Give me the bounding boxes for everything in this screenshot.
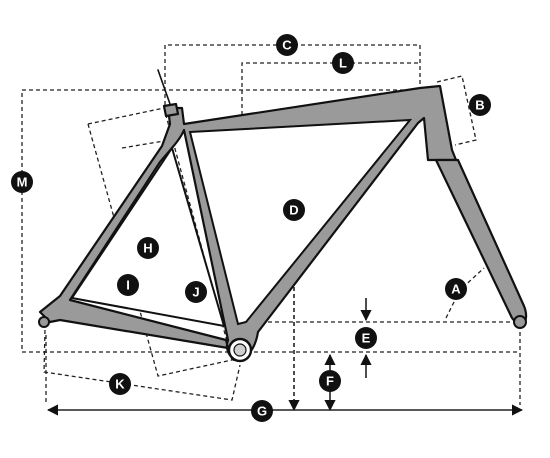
- badge-c-label: C: [282, 38, 292, 53]
- badge-f: F: [319, 370, 341, 392]
- badge-l-label: L: [339, 56, 347, 71]
- badge-m: M: [11, 171, 33, 193]
- dim-line-b: [436, 75, 477, 146]
- badge-i: I: [117, 274, 139, 296]
- badge-a: A: [445, 278, 467, 300]
- dim-line-c: [164, 44, 421, 105]
- badge-d: D: [283, 199, 305, 221]
- badge-i-label: I: [126, 278, 130, 293]
- badge-k-label: K: [115, 377, 125, 392]
- front-axle: [513, 315, 527, 329]
- badge-l: L: [332, 52, 354, 74]
- badge-e: E: [355, 327, 377, 349]
- dim-line-k: [43, 329, 241, 401]
- badge-j: J: [185, 281, 207, 303]
- badge-g-label: G: [257, 404, 267, 419]
- fork: [434, 158, 528, 330]
- badge-b-label: B: [475, 98, 484, 113]
- frame-front-cutout: [188, 118, 413, 326]
- badge-m-label: M: [17, 175, 28, 190]
- seat-post: [162, 102, 180, 118]
- bike-frame: [38, 69, 528, 363]
- badge-k: K: [109, 373, 131, 395]
- badge-g: G: [251, 400, 273, 422]
- badge-a-label: A: [451, 282, 461, 297]
- badge-e-label: E: [362, 331, 371, 346]
- dim-line-i-top: [121, 139, 171, 149]
- badge-j-label: J: [192, 285, 199, 300]
- bottom-bracket-inner: [233, 343, 247, 357]
- badge-f-label: F: [326, 374, 334, 389]
- rear-dropout: [38, 316, 50, 328]
- dim-line-m: [21, 89, 425, 353]
- badge-h: H: [137, 237, 159, 259]
- badge-h-label: H: [143, 241, 152, 256]
- badge-d-label: D: [289, 203, 298, 218]
- seat-rail-line: [157, 69, 171, 105]
- badge-b: B: [469, 94, 491, 116]
- badge-c: C: [276, 34, 298, 56]
- dim-line-h: [87, 107, 233, 377]
